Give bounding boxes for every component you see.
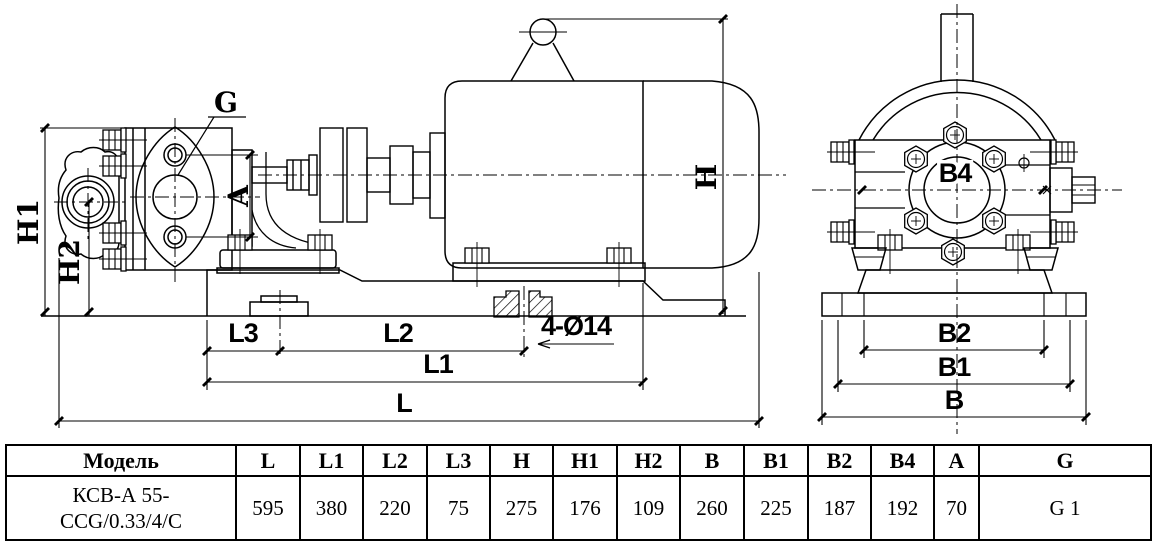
dim-ticks-end xyxy=(817,185,1091,422)
col-header-G: G xyxy=(978,444,1152,477)
col-header-L2: L2 xyxy=(362,444,428,477)
value-L3: 75 xyxy=(426,475,491,541)
dimension-labels: G A H H1 H2 L3 L2 L1 L 4-Ø14 B4 B2 B1 B xyxy=(12,86,977,418)
value-A: 70 xyxy=(933,475,980,541)
pump-cover-bolts xyxy=(98,127,148,272)
label-B2: B2 xyxy=(938,318,971,348)
motor-foot xyxy=(452,262,646,282)
label-H1: H1 xyxy=(12,199,45,245)
side-view xyxy=(41,18,760,318)
value-H2: 109 xyxy=(616,475,681,541)
dimensions-side-view xyxy=(40,14,764,428)
value-G: G 1 xyxy=(978,475,1152,541)
label-G: G xyxy=(214,86,238,119)
dimension-table: Модель L L1 L2 L3 H H1 H2 B B1 B2 B4 A G… xyxy=(5,444,1152,541)
col-header-B: B xyxy=(679,444,745,477)
label-L3: L3 xyxy=(228,318,258,348)
pedestal xyxy=(856,269,1054,294)
label-L1: L1 xyxy=(423,349,453,379)
port-flange-oval xyxy=(135,126,215,268)
value-H1: 176 xyxy=(552,475,618,541)
col-header-H: H xyxy=(489,444,554,477)
label-B1: B1 xyxy=(938,352,971,382)
pump-front-body xyxy=(854,139,1051,249)
dimensions-end-view xyxy=(817,185,1091,425)
pump-body xyxy=(124,126,233,271)
port-thread-callout xyxy=(177,116,246,176)
model-cell: КСВ-А 55- CCG/0.33/4/C xyxy=(5,475,237,541)
value-L: 595 xyxy=(235,475,301,541)
col-header-H2: H2 xyxy=(616,444,681,477)
label-H2: H2 xyxy=(53,239,86,285)
centerlines-side-view xyxy=(54,118,786,360)
col-header-model: Модель xyxy=(5,444,237,477)
pump-bracket xyxy=(216,149,340,275)
value-B2: 187 xyxy=(807,475,872,541)
label-4xd14: 4-Ø14 xyxy=(541,311,612,341)
value-L2: 220 xyxy=(362,475,428,541)
lifting-eye xyxy=(510,18,575,82)
col-header-L: L xyxy=(235,444,301,477)
col-header-L1: L1 xyxy=(299,444,364,477)
value-L1: 380 xyxy=(299,475,364,541)
bed-pad xyxy=(249,301,309,317)
value-H: 275 xyxy=(489,475,554,541)
label-A: A xyxy=(222,184,255,208)
bed-pad-step xyxy=(260,295,298,303)
base-slab xyxy=(821,292,1087,317)
col-header-L3: L3 xyxy=(426,444,491,477)
table-header-row: Модель L L1 L2 L3 H H1 H2 B B1 B2 B4 A G xyxy=(5,444,1152,477)
col-header-H1: H1 xyxy=(552,444,618,477)
col-header-B2: B2 xyxy=(807,444,872,477)
col-header-A: A xyxy=(933,444,980,477)
col-header-B4: B4 xyxy=(870,444,935,477)
dim-ticks xyxy=(40,14,764,426)
value-B4: 192 xyxy=(870,475,935,541)
mounting-hole-section xyxy=(493,290,553,318)
label-B4: B4 xyxy=(939,158,972,188)
motor xyxy=(444,18,760,288)
table-data-row: КСВ-А 55- CCG/0.33/4/C 595 380 220 75 27… xyxy=(5,475,1152,541)
label-L2: L2 xyxy=(383,318,413,348)
value-B: 260 xyxy=(679,475,745,541)
model-line1: КСВ-А 55- xyxy=(72,483,170,507)
label-B: B xyxy=(945,385,964,415)
baseplate-outline xyxy=(206,269,726,316)
pump-technical-drawing: G A H H1 H2 L3 L2 L1 L 4-Ø14 B4 B2 B1 B xyxy=(12,4,1122,434)
label-H: H xyxy=(690,164,723,190)
label-L: L xyxy=(396,388,412,418)
value-B1: 225 xyxy=(743,475,809,541)
model-line2: CCG/0.33/4/C xyxy=(60,509,182,533)
end-view-base xyxy=(821,247,1087,317)
col-header-B1: B1 xyxy=(743,444,809,477)
